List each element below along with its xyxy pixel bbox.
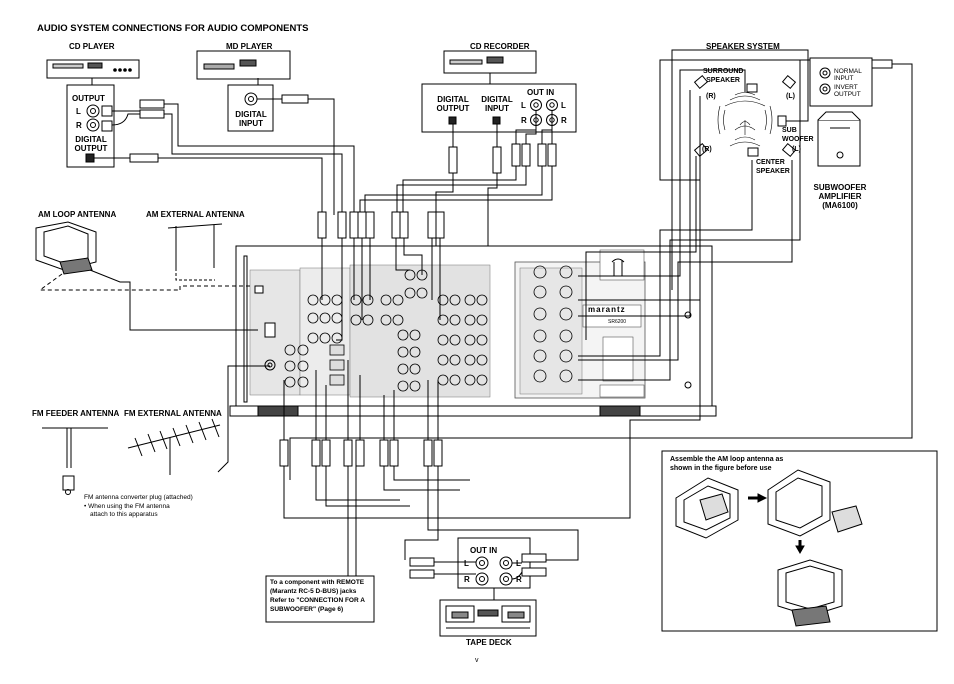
- center-line2: SPEAKER: [756, 167, 790, 175]
- am-assembly-note: Assemble the AM loop antenna as shown in…: [670, 455, 783, 473]
- am-assembly-step3: [777, 559, 843, 627]
- subwoofer-amplifier-label: SUBWOOFER AMPLIFIER (MA6100): [806, 183, 874, 210]
- cd-player-device: [46, 59, 140, 85]
- remote-note: To a component with REMOTE (Marantz RC-5…: [270, 578, 365, 614]
- normal-input-line2: INPUT: [834, 75, 854, 82]
- remote-note-line2: (Marantz RC-5 D-BUS) jacks: [270, 588, 357, 595]
- fm-external-antenna: [127, 418, 221, 475]
- cdr-digital-output-line2: OUTPUT: [436, 104, 470, 113]
- cd-digital-output-line1: DIGITAL: [75, 135, 107, 144]
- am-assembly-line2: shown in the figure before use: [670, 465, 772, 472]
- surround-line2: SPEAKER: [706, 76, 740, 84]
- cdr-r-right: R: [561, 116, 567, 125]
- fm-feeder-antenna-label: FM FEEDER ANTENNA: [32, 409, 120, 418]
- tape-deck-device: [439, 599, 537, 637]
- invert-output-line2: OUTPUT: [834, 91, 861, 98]
- subwoofer-amplifier: [817, 111, 861, 167]
- tape-out-in-label: OUT IN: [470, 546, 498, 555]
- tape-deck-label: TAPE DECK: [466, 638, 512, 647]
- fm-note-line2: • When using the FM antenna: [84, 502, 170, 510]
- front-l-label: (L): [792, 146, 801, 153]
- speaker-system-label: SPEAKER SYSTEM: [706, 42, 780, 51]
- cdr-out-in-label: OUT IN: [527, 88, 555, 97]
- md-player-label: MD PLAYER: [226, 42, 273, 51]
- am-external-antenna-label: AM EXTERNAL ANTENNA: [146, 210, 245, 219]
- tape-l-right: L: [516, 559, 521, 568]
- normal-input-label: NORMAL INPUT: [834, 68, 862, 82]
- remote-note-line1: To a component with REMOTE: [270, 579, 365, 586]
- cdr-digital-output-label: DIGITAL OUTPUT: [435, 95, 471, 113]
- cd-output-l-label: L: [76, 107, 81, 116]
- center-speaker-label: CENTER SPEAKER: [756, 159, 790, 176]
- front-r-label: (R): [702, 146, 712, 153]
- surround-speaker-label: SURROUND SPEAKER: [703, 68, 743, 85]
- speaker-layout: [693, 75, 797, 157]
- cd-digital-output-line2: OUTPUT: [74, 144, 108, 153]
- normal-input-line1: NORMAL: [834, 68, 862, 75]
- cdr-digital-input-label: DIGITAL INPUT: [479, 95, 515, 113]
- cdr-digital-input-line2: INPUT: [485, 104, 509, 113]
- subwoofer-amp-line3: (MA6100): [822, 201, 858, 210]
- md-digital-input-line1: DIGITAL: [235, 110, 267, 119]
- md-digital-input-label: DIGITAL INPUT: [232, 110, 270, 128]
- cd-output-l-jack: [86, 104, 100, 118]
- subwoofer-jack-panel: [809, 57, 873, 107]
- fm-note-line1: FM antenna converter plug (attached): [84, 494, 193, 501]
- cdr-r-left: R: [521, 116, 527, 125]
- cdr-l-right: L: [561, 101, 566, 110]
- sub-woofer-line1: SUB: [782, 127, 797, 134]
- fm-external-antenna-label: FM EXTERNAL ANTENNA: [124, 409, 222, 418]
- cdr-digital-input-line1: DIGITAL: [481, 95, 513, 104]
- receiver-rear-panel: [229, 245, 717, 417]
- remote-note-line3: Refer to "CONNECTION FOR A: [270, 597, 365, 604]
- remote-note-line4: SUBWOOFER" (Page 6): [270, 606, 344, 613]
- am-assembly-step1: [675, 477, 739, 539]
- cd-output-label: OUTPUT: [72, 94, 105, 103]
- center-line1: CENTER: [756, 159, 785, 166]
- cd-digital-output-label: DIGITAL OUTPUT: [72, 135, 110, 153]
- cdr-digital-output-line1: DIGITAL: [437, 95, 469, 104]
- am-assembly-step2: [767, 469, 863, 537]
- tape-l-left: L: [464, 559, 469, 568]
- cd-digital-output-jack: [85, 153, 95, 163]
- cd-output-r-label: R: [76, 121, 82, 130]
- fm-converter-plug: [62, 475, 75, 491]
- invert-output-label: INVERT OUTPUT: [834, 84, 861, 98]
- invert-output-line1: INVERT: [834, 84, 858, 91]
- cd-player-label: CD PLAYER: [69, 42, 115, 51]
- cd-recorder-label: CD RECORDER: [470, 42, 530, 51]
- cdr-l-left: L: [521, 101, 526, 110]
- cd-output-r-jack: [86, 118, 100, 132]
- receiver-model: SR6200: [608, 319, 627, 325]
- surround-r-label: (R): [706, 93, 716, 100]
- subwoofer-amp-line1: SUBWOOFER: [813, 183, 867, 192]
- remote-note-box: [265, 575, 375, 623]
- tape-r-right: R: [516, 575, 522, 584]
- page-title: AUDIO SYSTEM CONNECTIONS FOR AUDIO COMPO…: [37, 23, 309, 34]
- am-loop-antenna-label: AM LOOP ANTENNA: [38, 210, 117, 219]
- tape-r-left: R: [464, 575, 470, 584]
- surround-line1: SURROUND: [703, 68, 744, 75]
- receiver-brand: marantz: [588, 305, 626, 314]
- fm-note-line3: attach to this apparatus: [90, 511, 158, 518]
- am-assembly-line1: Assemble the AM loop antenna as: [670, 456, 784, 463]
- sub-woofer-label: SUB WOOFER: [782, 127, 814, 144]
- md-digital-input-line2: INPUT: [239, 119, 263, 128]
- fm-notes: FM antenna converter plug (attached) • W…: [84, 494, 193, 520]
- am-loop-antenna: [35, 221, 97, 275]
- page-number: v: [475, 657, 479, 664]
- surround-l-label: (L): [786, 93, 795, 100]
- subwoofer-amp-line2: AMPLIFIER: [818, 192, 862, 201]
- sub-woofer-line2: WOOFER: [782, 135, 814, 143]
